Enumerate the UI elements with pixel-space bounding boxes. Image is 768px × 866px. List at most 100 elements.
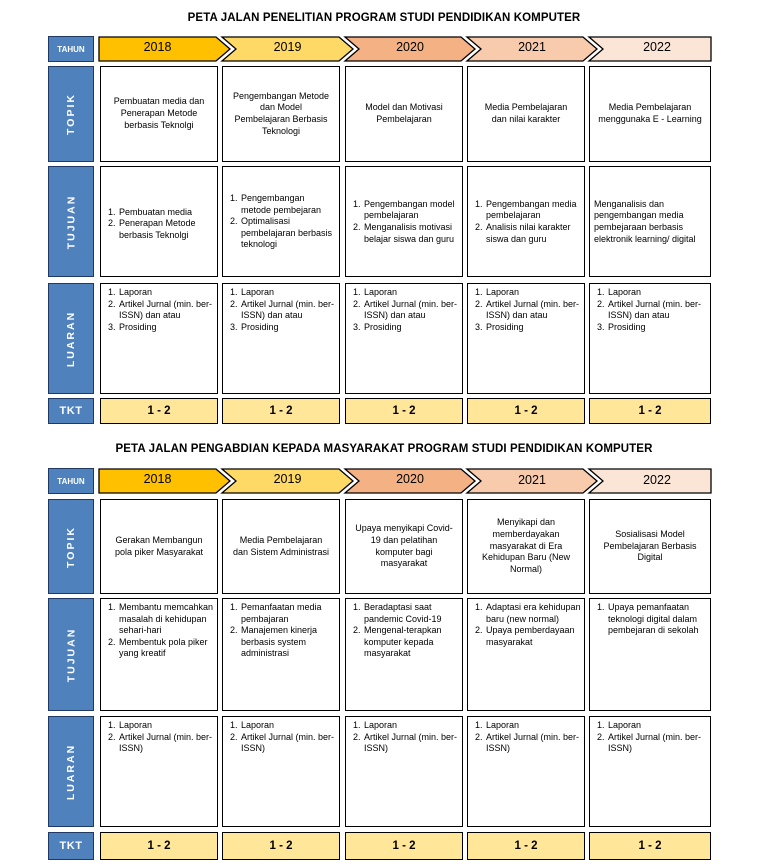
tujuan-list: Beradaptasi saat pandemic Covid-19Mengen… <box>350 602 459 660</box>
tujuan-text: Menganalisis dan pengembangan media pemb… <box>594 198 696 244</box>
topik-cell: Gerakan Membangun pola piker Masyarakat <box>100 499 218 594</box>
topik-text: Media Pembelajaran dan nilai karakter <box>484 102 568 124</box>
tkt-value: 1 - 2 <box>269 840 293 852</box>
tujuan-list-item: Analisis nilai karakter siswa dan guru <box>485 222 581 245</box>
row-header-label: TUJUAN <box>65 194 77 249</box>
tkt-cell: 1 - 2 <box>100 832 218 860</box>
tujuan-cell: Pengembangan media pembelajaranAnalisis … <box>467 166 585 277</box>
row-header-tahun: TAHUN <box>48 36 94 62</box>
tujuan-list-item: Adaptasi era kehidupan baru (new normal) <box>485 602 581 625</box>
row-header-label: TAHUN <box>57 476 85 486</box>
tujuan-list-item: Mengenal-terapkan komputer kepada masyar… <box>363 625 459 660</box>
year-chevron-2022 <box>587 36 712 62</box>
year-chevron-2020 <box>343 36 476 62</box>
luaran-content: LaporanArtikel Jurnal (min. ber-ISSN) <box>350 720 459 755</box>
luaran-list-item: Artikel Jurnal (min. ber-ISSN) dan atau <box>607 299 707 322</box>
row-header-tujuan: TUJUAN <box>48 166 94 277</box>
topik-cell: Menyikapi dan memberdayakan masyarakat d… <box>467 499 585 594</box>
tkt-value: 1 - 2 <box>638 405 662 417</box>
tujuan-content: Upaya pemanfaatan teknologi digital dala… <box>594 602 707 637</box>
tujuan-cell: Pengembangan model pembelajaranMenganali… <box>345 166 463 277</box>
year-label: 2019 <box>273 40 302 54</box>
luaran-list-item: Laporan <box>240 720 336 732</box>
tkt-cell: 1 - 2 <box>345 832 463 860</box>
topik-text: Upaya menyikapi Covid-19 dan pelatihan k… <box>355 523 453 569</box>
luaran-cell: LaporanArtikel Jurnal (min. ber-ISSN) da… <box>345 283 463 394</box>
tujuan-cell: Menganalisis dan pengembangan media pemb… <box>589 166 711 277</box>
tujuan-list-item: Pemanfaatan media pembajaran <box>240 602 336 625</box>
row-header-luaran: LUARAN <box>48 283 94 394</box>
topik-cell: Sosialisasi Model Pembelajaran Berbasis … <box>589 499 711 594</box>
luaran-list-item: Laporan <box>485 720 581 732</box>
luaran-list-item: Artikel Jurnal (min. ber-ISSN) <box>607 732 707 755</box>
luaran-list-item: Artikel Jurnal (min. ber-ISSN) <box>485 732 581 755</box>
tujuan-list: Pembuatan mediaPenerapan Metode berbasis… <box>105 207 214 242</box>
luaran-list: LaporanArtikel Jurnal (min. ber-ISSN) da… <box>105 287 214 333</box>
luaran-list-item: Artikel Jurnal (min. ber-ISSN) <box>118 732 214 755</box>
year-chevron-2021 <box>465 36 598 62</box>
row-header-label: TOPIK <box>65 525 77 568</box>
luaran-list: LaporanArtikel Jurnal (min. ber-ISSN) da… <box>594 287 707 333</box>
tujuan-content: Pengembangan model pembelajaranMenganali… <box>350 199 459 245</box>
luaran-list-item: Laporan <box>118 287 214 299</box>
row-header-tujuan: TUJUAN <box>48 598 94 711</box>
tujuan-list-item: Penerapan Metode berbasis Teknolgi <box>118 218 214 241</box>
luaran-content: LaporanArtikel Jurnal (min. ber-ISSN) da… <box>472 287 581 333</box>
tujuan-list: Pengembangan media pembelajaranAnalisis … <box>472 199 581 245</box>
luaran-content: LaporanArtikel Jurnal (min. ber-ISSN) da… <box>227 287 336 333</box>
tkt-cell: 1 - 2 <box>467 398 585 424</box>
luaran-list-item: Artikel Jurnal (min. ber-ISSN) <box>240 732 336 755</box>
row-header-label: LUARAN <box>65 743 78 800</box>
luaran-list-item: Laporan <box>363 287 459 299</box>
luaran-cell: LaporanArtikel Jurnal (min. ber-ISSN) <box>222 716 340 827</box>
tujuan-content: Pengembangan media pembelajaranAnalisis … <box>472 199 581 245</box>
topik-text: Model dan Motivasi Pembelajaran <box>365 102 443 124</box>
year-chevron-2018 <box>98 36 231 62</box>
tujuan-list-item: Upaya pemanfaatan teknologi digital dala… <box>607 602 707 637</box>
luaran-list-item: Laporan <box>240 287 336 299</box>
tkt-value: 1 - 2 <box>147 840 171 852</box>
luaran-list-item: Prosiding <box>607 322 707 334</box>
tujuan-list: Pengembangan model pembelajaranMenganali… <box>350 199 459 245</box>
year-label: 2022 <box>643 40 671 54</box>
section-title: PETA JALAN PENGABDIAN KEPADA MASYARAKAT … <box>115 443 653 455</box>
row-header-label: TAHUN <box>57 44 85 54</box>
section-title: PETA JALAN PENELITIAN PROGRAM STUDI PEND… <box>187 12 581 24</box>
topik-text: Pembuatan media dan Penerapan Metode ber… <box>113 96 205 130</box>
luaran-list: LaporanArtikel Jurnal (min. ber-ISSN) <box>594 720 707 755</box>
tkt-value: 1 - 2 <box>514 840 538 852</box>
topik-text: Media Pembelajaran menggunaka E - Learni… <box>598 102 702 124</box>
luaran-content: LaporanArtikel Jurnal (min. ber-ISSN) <box>105 720 214 755</box>
year-label: 2021 <box>518 40 546 54</box>
luaran-list-item: Prosiding <box>240 322 336 334</box>
tkt-cell: 1 - 2 <box>222 832 340 860</box>
topik-cell: Media Pembelajaran menggunaka E - Learni… <box>589 66 711 162</box>
tujuan-list: Pemanfaatan media pembajaranManajemen ki… <box>227 602 336 660</box>
topik-cell: Media Pembelajaran dan nilai karakter <box>467 66 585 162</box>
tujuan-content: Pemanfaatan media pembajaranManajemen ki… <box>227 602 336 660</box>
topik-cell: Pembuatan media dan Penerapan Metode ber… <box>100 66 218 162</box>
luaran-list-item: Laporan <box>607 287 707 299</box>
year-chevrons-svg <box>98 468 712 494</box>
tujuan-cell: Pembuatan mediaPenerapan Metode berbasis… <box>100 166 218 277</box>
year-label: 2020 <box>396 40 424 54</box>
luaran-list: LaporanArtikel Jurnal (min. ber-ISSN) <box>227 720 336 755</box>
year-chevron-2019 <box>220 36 354 62</box>
row-header-tkt: TKT <box>48 832 94 860</box>
luaran-cell: LaporanArtikel Jurnal (min. ber-ISSN) da… <box>467 283 585 394</box>
luaran-cell: LaporanArtikel Jurnal (min. ber-ISSN) <box>467 716 585 827</box>
luaran-cell: LaporanArtikel Jurnal (min. ber-ISSN) da… <box>222 283 340 394</box>
year-label: 2022 <box>643 473 671 487</box>
year-chevron-2018 <box>98 468 231 494</box>
row-header-topik: TOPIK <box>48 499 94 594</box>
tujuan-cell: Pemanfaatan media pembajaranManajemen ki… <box>222 598 340 711</box>
tujuan-list-item: Pengembangan model pembelajaran <box>363 199 459 222</box>
luaran-list: LaporanArtikel Jurnal (min. ber-ISSN) <box>105 720 214 755</box>
tujuan-list: Membantu memcahkan masalah di kehidupan … <box>105 602 214 660</box>
luaran-cell: LaporanArtikel Jurnal (min. ber-ISSN) <box>345 716 463 827</box>
tujuan-list-item: Membantu memcahkan masalah di kehidupan … <box>118 602 214 637</box>
luaran-list-item: Artikel Jurnal (min. ber-ISSN) dan atau <box>485 299 581 322</box>
topik-text: Menyikapi dan memberdayakan masyarakat d… <box>481 517 571 575</box>
row-header-tahun: TAHUN <box>48 468 94 494</box>
